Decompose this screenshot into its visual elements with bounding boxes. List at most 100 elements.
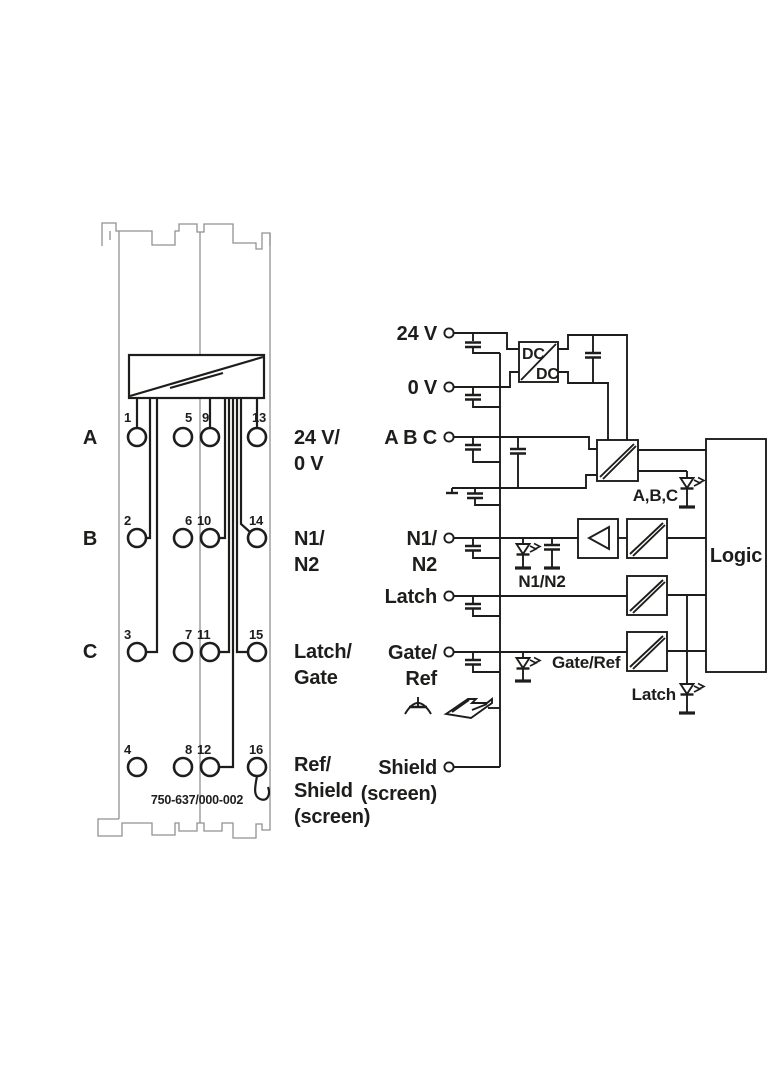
terminal-24v [443,327,455,339]
dcdc-label-top: DC [522,346,545,363]
terminal-label-gate: Gate/ [388,642,438,664]
terminal-abc [443,431,455,443]
schematic-terminals: 24 V 0 V A B C N1/ N2 Latch Gate/ Ref Sh… [361,323,455,805]
capacitor-icon [544,538,560,570]
row-label-b: B [83,528,97,550]
terminal-number: 16 [249,742,263,757]
terminal-label-n1: N1/ [406,528,437,550]
latch-led: Latch [632,595,706,715]
terminal-11 [199,641,221,663]
terminal-number: 9 [202,410,209,425]
terminal-label-latch: Latch [385,586,437,608]
led-icon [514,538,542,570]
signal-label: Gate [294,667,338,689]
led-label-abc: A,B,C [633,486,678,505]
led-label-gateref: Gate/Ref [552,653,621,672]
terminal-number: 8 [185,742,192,757]
gateref-row: Gate/Ref [454,631,706,683]
terminal-label-24v: 24 V [397,323,438,345]
terminal-label-n2: N2 [412,554,437,576]
signal-label: 24 V/ [294,427,340,449]
terminal-number: 11 [197,627,210,642]
earth-ground-icon [404,697,432,715]
led-label-latch: Latch [632,685,676,704]
dcdc-label-bottom: DC [536,366,559,383]
dcdc-output-wires [558,334,628,440]
capacitor-icon [465,652,500,673]
signal-label: 0 V [294,453,324,475]
row-label-a: A [83,427,97,449]
terminal-7 [172,641,194,663]
optocoupler-icon [626,518,668,559]
logic-block: Logic [705,438,767,673]
n1n2-row: N1/N2 [454,518,706,591]
terminal-2 [126,527,148,549]
terminal-14 [246,527,268,549]
led-label-n1n2: N1/N2 [518,572,565,591]
internal-schematic: 24 V 0 V A B C N1/ N2 Latch Gate/ Ref Sh… [361,323,767,805]
terminal-gateref [443,646,455,658]
capacitor-icon [467,488,500,506]
terminal-shield [443,761,455,773]
connector-block [127,353,266,400]
terminal-number: 13 [252,410,266,425]
terminal-numbers: 1 5 9 13 2 6 10 14 3 7 11 15 4 8 12 16 [124,410,266,757]
logic-label: Logic [710,545,762,567]
terminal-number: 15 [249,627,263,642]
terminal-16 [246,756,268,778]
led-icon [514,652,542,683]
signal-label: N1/ [294,528,325,550]
shield-pigtail [254,775,271,801]
led-icon [678,682,706,715]
terminal-number: 14 [249,513,264,528]
terminal-number: 2 [124,513,131,528]
terminal-8 [172,756,194,778]
terminal-label-shield: Shield [378,757,437,779]
terminal-4 [126,756,148,778]
capacitor-icon [465,387,500,408]
latch-row [454,575,706,617]
capacitor-icon [465,437,500,463]
terminal-5 [172,426,194,448]
terminal-number: 7 [185,627,192,642]
capacitor-icon [465,538,500,559]
terminal-12 [199,756,221,778]
terminal-13 [246,426,268,448]
capacitor-icon [465,596,500,617]
signal-label: (screen) [294,806,370,828]
terminal-number: 6 [185,513,192,528]
terminal-label-ref: Ref [405,668,437,690]
capacitor-icon [585,335,601,383]
terminal-number: 1 [124,410,131,425]
terminal-n1n2 [443,532,455,544]
terminal-number: 3 [124,627,131,642]
power-input-wires [454,332,519,408]
ground-row [404,697,500,719]
signal-label: Ref/ [294,754,332,776]
part-number: 750-637/000-002 [151,793,243,807]
terminal-3 [126,641,148,663]
terminal-label-0v: 0 V [408,377,438,399]
row-label-c: C [83,641,97,663]
signal-label: Latch/ [294,641,352,663]
dcdc-converter: DC DC [518,341,560,383]
terminal-1 [126,426,148,448]
terminal-number: 5 [185,410,192,425]
terminal-9 [199,426,221,448]
abc-row: A,B,C [446,436,706,509]
led-icon [678,471,706,509]
earth-stub-icon [446,488,458,495]
terminal-number: 12 [197,742,211,757]
terminal-circles [126,426,268,778]
io-module-drawing: 1 5 9 13 2 6 10 14 3 7 11 15 4 8 12 16 A… [83,222,370,839]
signal-label: N2 [294,554,319,576]
signal-label: Shield [294,780,353,802]
terminal-latch [443,590,455,602]
module-internal-wires [135,398,271,801]
capacitor-icon [510,437,526,488]
optocoupler-icon [596,439,639,482]
terminal-number: 10 [197,513,211,528]
capacitor-icon [465,333,500,354]
